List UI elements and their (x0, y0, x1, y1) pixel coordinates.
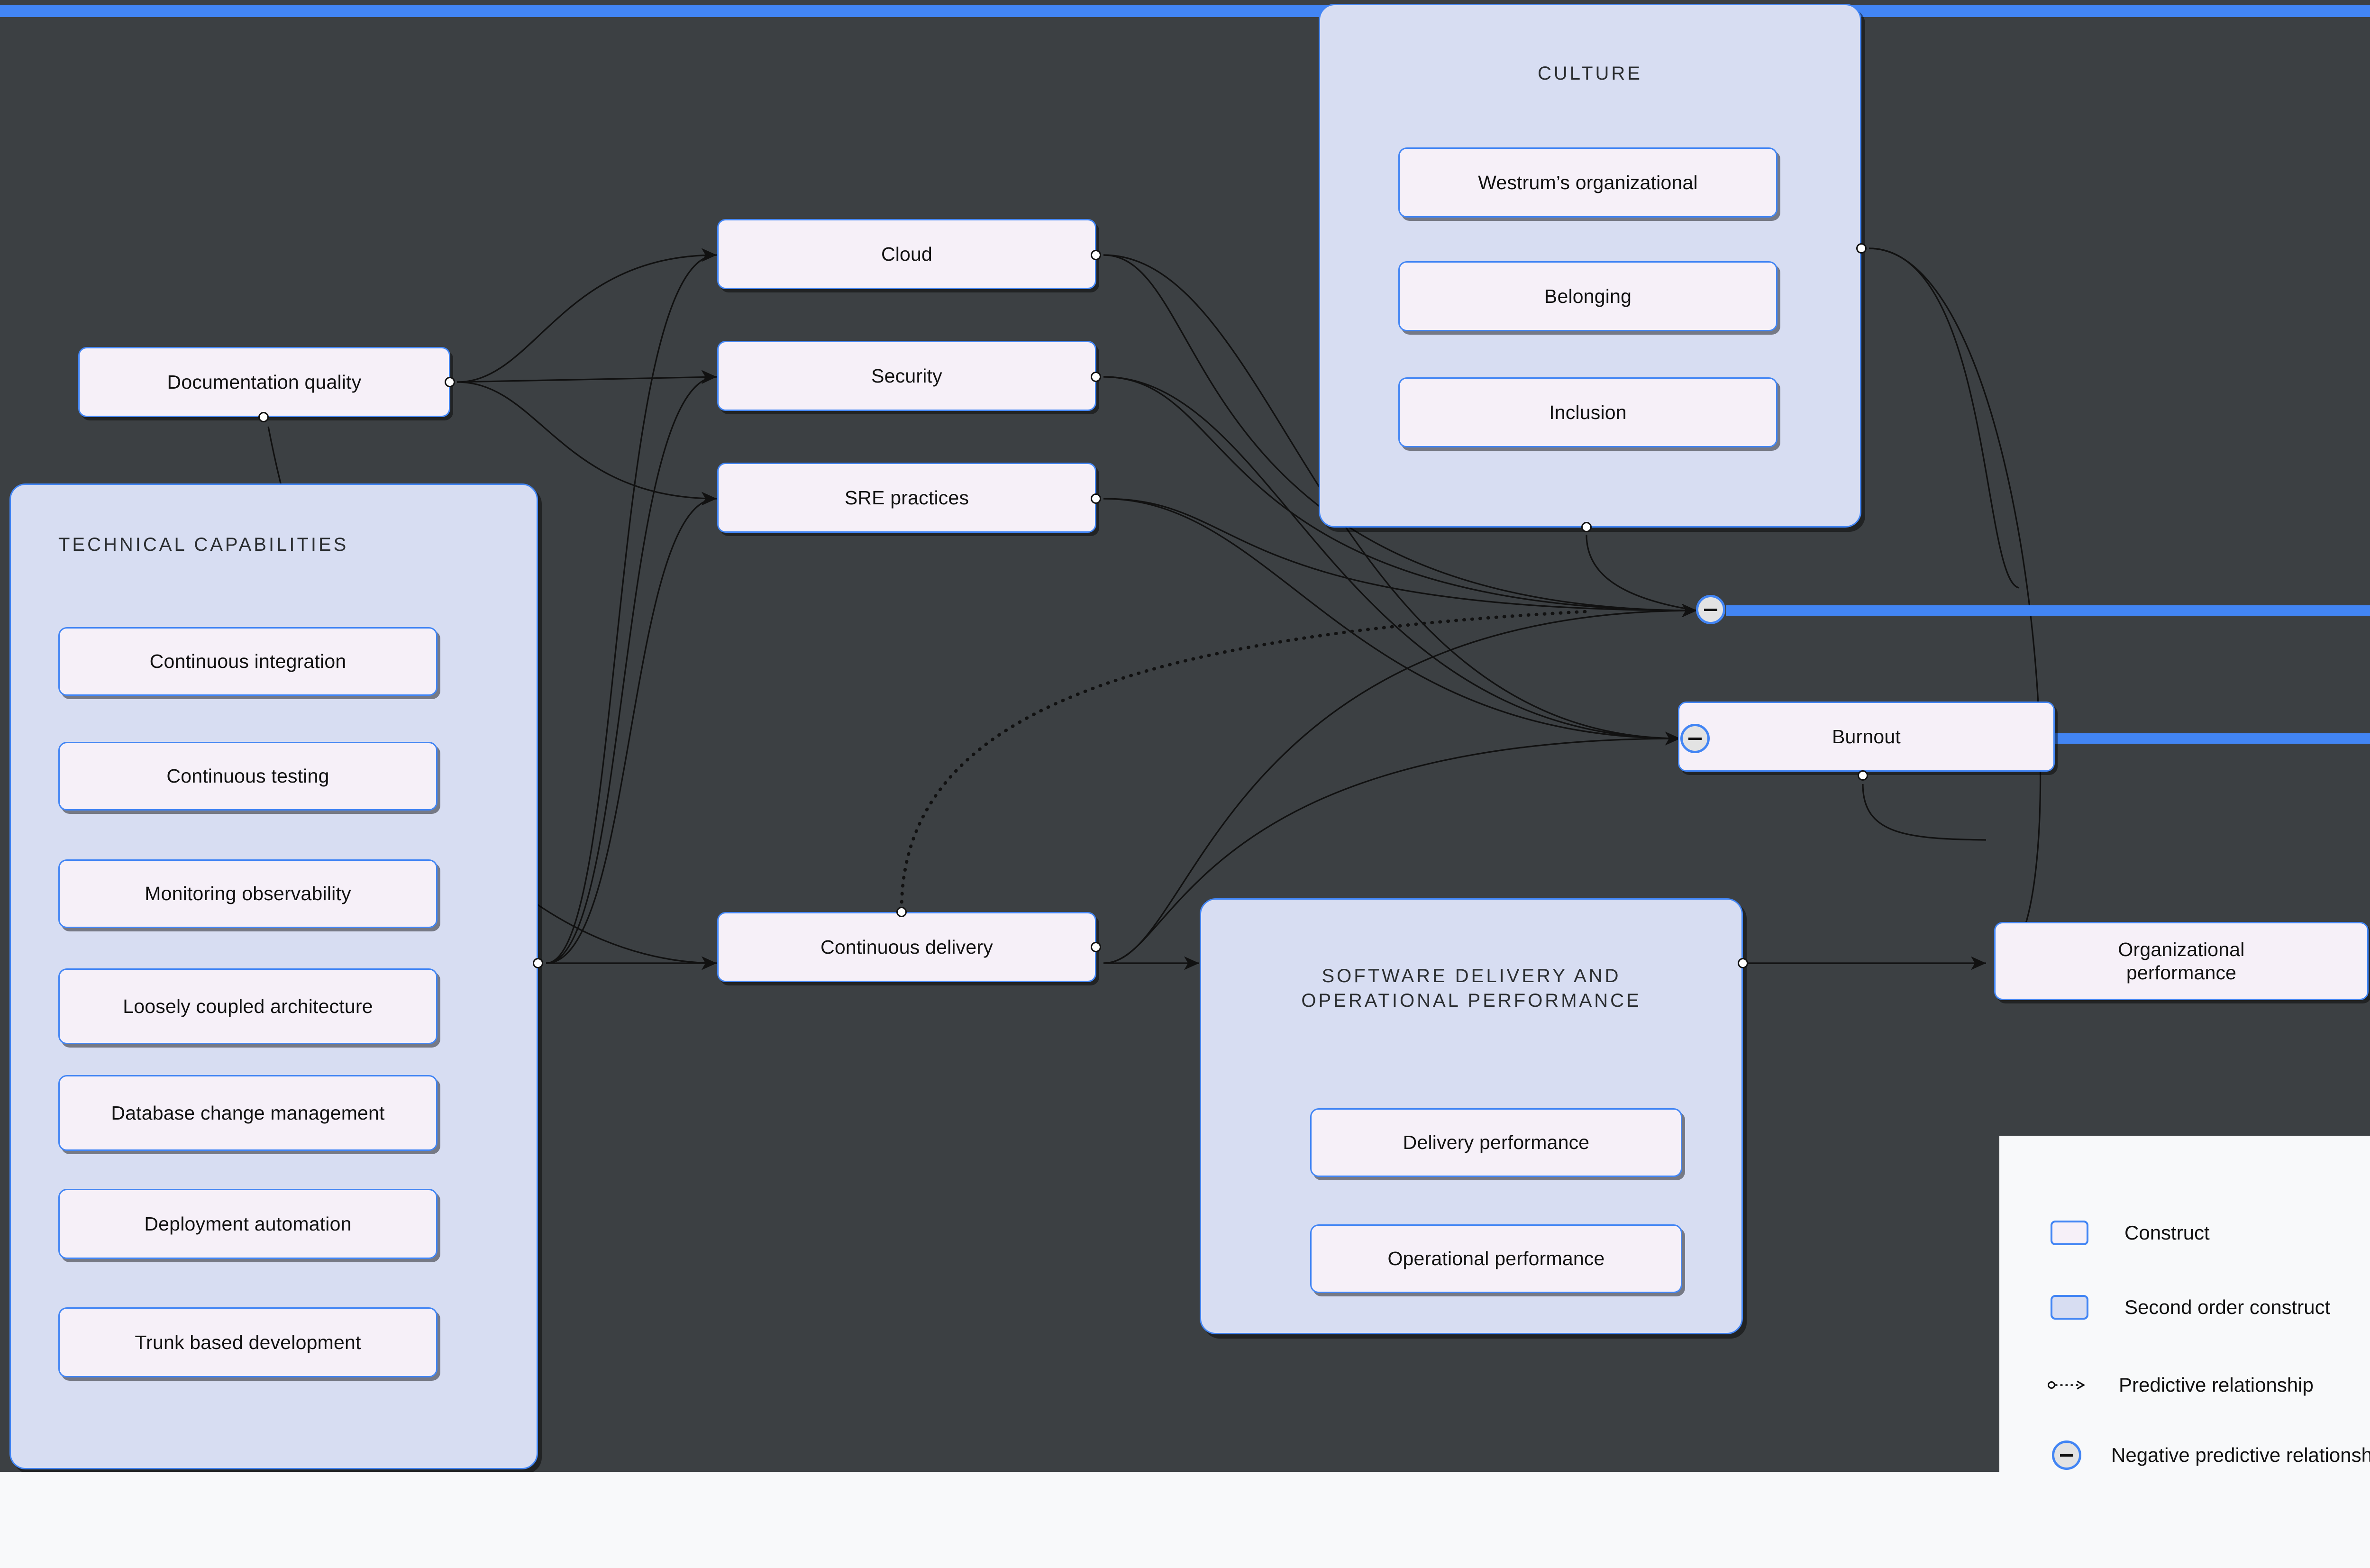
node-inclusion[interactable]: Inclusion (1398, 377, 1778, 447)
node-database-change-management[interactable]: Database change management (58, 1075, 438, 1151)
node-continuous-integration[interactable]: Continuous integration (58, 627, 438, 696)
port-documentation-quality-out-bottom (258, 412, 269, 422)
node-organizational-performance-line-1: Organizational (2118, 939, 2245, 961)
legend-label-second-order-construct: Second order construct (2124, 1296, 2331, 1318)
predictive-arrow-icon (2048, 1373, 2086, 1397)
node-organizational-performance[interactable]: Organizational performance (1994, 922, 2369, 1000)
port-security-out (1091, 372, 1101, 382)
construct-swatch-icon (2051, 1221, 2088, 1245)
port-culture-out-right (1856, 243, 1867, 254)
diagram-canvas: TECHNICAL CAPABILITIES Continuous integr… (0, 0, 2370, 1472)
legend-label-negative-predictive-relationship: Negative predictive relationship (2111, 1444, 2370, 1466)
legend-label-construct: Construct (2124, 1222, 2210, 1244)
negative-relationship-badge-burnout-org[interactable] (1680, 724, 1710, 753)
group-title-software-delivery: SOFTWARE DELIVERY AND OPERATIONAL PERFOR… (1201, 964, 1741, 1013)
node-documentation-quality[interactable]: Documentation quality (78, 347, 450, 417)
group-title-line-1: SOFTWARE DELIVERY AND (1322, 966, 1621, 986)
negative-relationship-badge-culture-burnout[interactable] (1696, 595, 1725, 624)
node-trunk-based-development[interactable]: Trunk based development (58, 1307, 438, 1377)
minus-icon (1704, 608, 1717, 611)
port-continuous-delivery-out-right (1091, 942, 1101, 952)
group-title-technical-capabilities: TECHNICAL CAPABILITIES (58, 534, 349, 555)
group-technical-capabilities[interactable]: TECHNICAL CAPABILITIES Continuous integr… (9, 483, 538, 1469)
node-monitoring-observability[interactable]: Monitoring observability (58, 859, 438, 928)
minus-icon (1688, 737, 1702, 740)
node-organizational-performance-line-2: performance (2126, 961, 2237, 984)
legend-row-construct: Construct (2051, 1221, 2210, 1245)
port-culture-out-bottom (1581, 522, 1592, 532)
node-burnout[interactable]: Burnout (1678, 702, 2055, 772)
port-burnout-out-bottom (1858, 770, 1868, 781)
node-continuous-testing[interactable]: Continuous testing (58, 742, 438, 811)
legend-label-predictive-relationship: Predictive relationship (2119, 1374, 2314, 1396)
node-deployment-automation[interactable]: Deployment automation (58, 1189, 438, 1259)
top-accent-bar (0, 5, 2370, 17)
port-software-delivery-out (1738, 958, 1748, 968)
port-sre-practices-out (1091, 493, 1101, 504)
node-westrum-organizational[interactable]: Westrum’s organizational (1398, 147, 1778, 218)
minus-icon (2060, 1454, 2073, 1457)
legend-row-negative-predictive-relationship: Negative predictive relationship (2048, 1440, 2370, 1470)
legend-row-second-order-construct: Second order construct (2051, 1295, 2330, 1320)
port-cloud-out (1091, 250, 1101, 260)
port-continuous-delivery-in-top (896, 907, 907, 917)
port-technical-capabilities-out (533, 958, 543, 968)
node-belonging[interactable]: Belonging (1398, 261, 1778, 331)
group-culture[interactable]: CULTURE Westrum’s organizational Belongi… (1319, 4, 1861, 528)
node-loosely-coupled-architecture[interactable]: Loosely coupled architecture (58, 968, 438, 1044)
node-cloud[interactable]: Cloud (717, 219, 1096, 289)
node-operational-performance[interactable]: Operational performance (1310, 1224, 1682, 1293)
node-continuous-delivery[interactable]: Continuous delivery (717, 912, 1096, 982)
group-software-delivery-operational-performance[interactable]: SOFTWARE DELIVERY AND OPERATIONAL PERFOR… (1200, 898, 1743, 1334)
group-title-culture: CULTURE (1538, 63, 1642, 84)
node-security[interactable]: Security (717, 341, 1096, 411)
group-title-line-2: OPERATIONAL PERFORMANCE (1301, 990, 1641, 1011)
legend-row-predictive-relationship: Predictive relationship (2048, 1373, 2314, 1397)
port-documentation-quality-out-right (445, 377, 455, 387)
second-order-construct-swatch-icon (2051, 1295, 2088, 1320)
negative-badge-icon (2052, 1440, 2081, 1470)
node-delivery-performance[interactable]: Delivery performance (1310, 1108, 1682, 1177)
legend-panel: Construct Second order construct Predict… (1999, 1136, 2370, 1568)
node-sre-practices[interactable]: SRE practices (717, 463, 1096, 533)
